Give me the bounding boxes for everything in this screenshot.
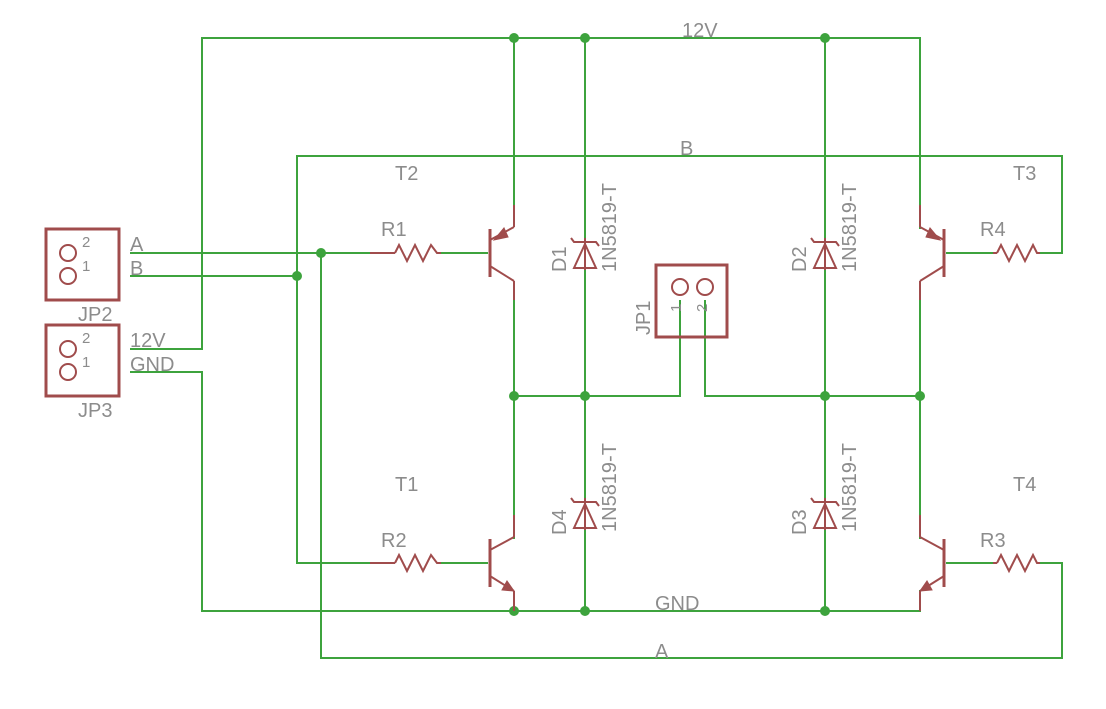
resistor-name: R2 <box>381 530 407 552</box>
wire-net-b-r2[interactable] <box>296 276 370 564</box>
pin-label-a: A <box>130 234 144 256</box>
connector-body <box>654 263 729 339</box>
transistor-collector <box>489 265 515 282</box>
wire-left-mid-jp1[interactable] <box>514 300 681 397</box>
junctions <box>292 33 925 616</box>
junction-dot <box>820 33 830 43</box>
diode-value: 1N5819-T <box>599 183 621 272</box>
junction-dot <box>580 606 590 616</box>
junction-dot <box>509 33 519 43</box>
resistor-name: R3 <box>980 530 1006 552</box>
transistor-name: T3 <box>1013 163 1036 185</box>
transistor-name: T4 <box>1013 474 1036 496</box>
resistor-zigzag <box>996 552 1040 574</box>
diode-d2[interactable]: D2 1N5819-T <box>789 183 861 272</box>
pin-number: 1 <box>668 304 685 312</box>
resistor-zigzag <box>394 242 441 264</box>
diode-d1[interactable]: D1 1N5819-T <box>549 183 621 272</box>
pin-number: 1 <box>82 258 90 275</box>
transistor-collector <box>919 536 945 551</box>
diode-value: 1N5819-T <box>839 183 861 272</box>
transistor-arrow <box>492 227 509 241</box>
connector-body <box>44 227 121 302</box>
pin-label-12v: 12V <box>130 330 166 352</box>
junction-dot <box>292 271 302 281</box>
net-label-gnd: GND <box>655 593 699 615</box>
transistor-collector <box>489 536 515 551</box>
wire-right-mid-jp1[interactable] <box>704 300 920 397</box>
junction-dot <box>820 606 830 616</box>
pin-label-b: B <box>130 258 143 280</box>
junction-dot <box>580 391 590 401</box>
connector-jp2[interactable]: 2 1 A B JP2 <box>44 227 144 326</box>
connector-pin[interactable] <box>59 363 77 381</box>
diode-name: D3 <box>789 509 811 535</box>
diode-value: 1N5819-T <box>839 443 861 532</box>
transistor-arrow <box>925 227 942 241</box>
resistor-r4[interactable]: R4 <box>980 219 1040 264</box>
resistor-zigzag <box>394 552 441 574</box>
pin-number: 1 <box>82 354 90 371</box>
connector-pin[interactable] <box>59 244 77 262</box>
pin-label-gnd: GND <box>130 354 174 376</box>
resistor-r1[interactable]: R1 <box>370 219 441 264</box>
connector-pin[interactable] <box>59 267 77 285</box>
connector-name: JP3 <box>78 400 112 422</box>
connector-name: JP1 <box>633 301 655 335</box>
transistor-collector <box>919 265 945 282</box>
resistor-name: R4 <box>980 219 1006 241</box>
resistor-name: R1 <box>381 219 407 241</box>
resistor-r3[interactable]: R3 <box>980 530 1040 574</box>
wire-12v-bus[interactable] <box>130 37 921 350</box>
diode-d3[interactable]: D3 1N5819-T <box>789 443 861 535</box>
wire-net-b[interactable] <box>130 155 1063 277</box>
net-label-a: A <box>655 641 669 663</box>
junction-dot <box>316 248 326 258</box>
connector-pin[interactable] <box>696 278 714 296</box>
pin-number: 2 <box>694 304 711 312</box>
resistor-zigzag <box>996 242 1040 264</box>
junction-dot <box>580 33 590 43</box>
wire-net-a-r3[interactable] <box>320 253 1063 659</box>
net-label-b: B <box>680 138 693 160</box>
transistor-arrow <box>918 580 933 592</box>
junction-dot <box>915 391 925 401</box>
pin-number: 2 <box>82 234 90 251</box>
connector-pin[interactable] <box>671 278 689 296</box>
connector-name: JP2 <box>78 304 112 326</box>
transistor-arrow <box>501 580 516 592</box>
net-label-12v: 12V <box>682 20 718 42</box>
diode-d4[interactable]: D4 1N5819-T <box>549 443 621 535</box>
wires <box>130 37 1063 659</box>
diode-value: 1N5819-T <box>599 443 621 532</box>
transistor-name: T1 <box>395 474 418 496</box>
diode-name: D1 <box>549 246 571 272</box>
transistor-t2[interactable]: T2 <box>395 163 515 300</box>
connector-pin[interactable] <box>59 340 77 358</box>
junction-dot <box>820 391 830 401</box>
connector-jp1[interactable]: 1 2 JP1 <box>633 263 729 339</box>
diode-name: D2 <box>789 246 811 272</box>
diode-name: D4 <box>549 509 571 535</box>
transistor-t1[interactable]: T1 <box>395 474 516 611</box>
pin-number: 2 <box>82 330 90 347</box>
wire-gnd-bus[interactable] <box>130 371 921 612</box>
transistor-name: T2 <box>395 163 418 185</box>
connector-jp3[interactable]: 2 1 12V GND JP3 <box>44 323 174 422</box>
connector-body <box>44 323 121 398</box>
transistor-t3[interactable]: T3 <box>919 163 1036 300</box>
transistor-t4[interactable]: T4 <box>918 474 1036 611</box>
junction-dot <box>509 391 519 401</box>
resistor-r2[interactable]: R2 <box>370 530 441 574</box>
